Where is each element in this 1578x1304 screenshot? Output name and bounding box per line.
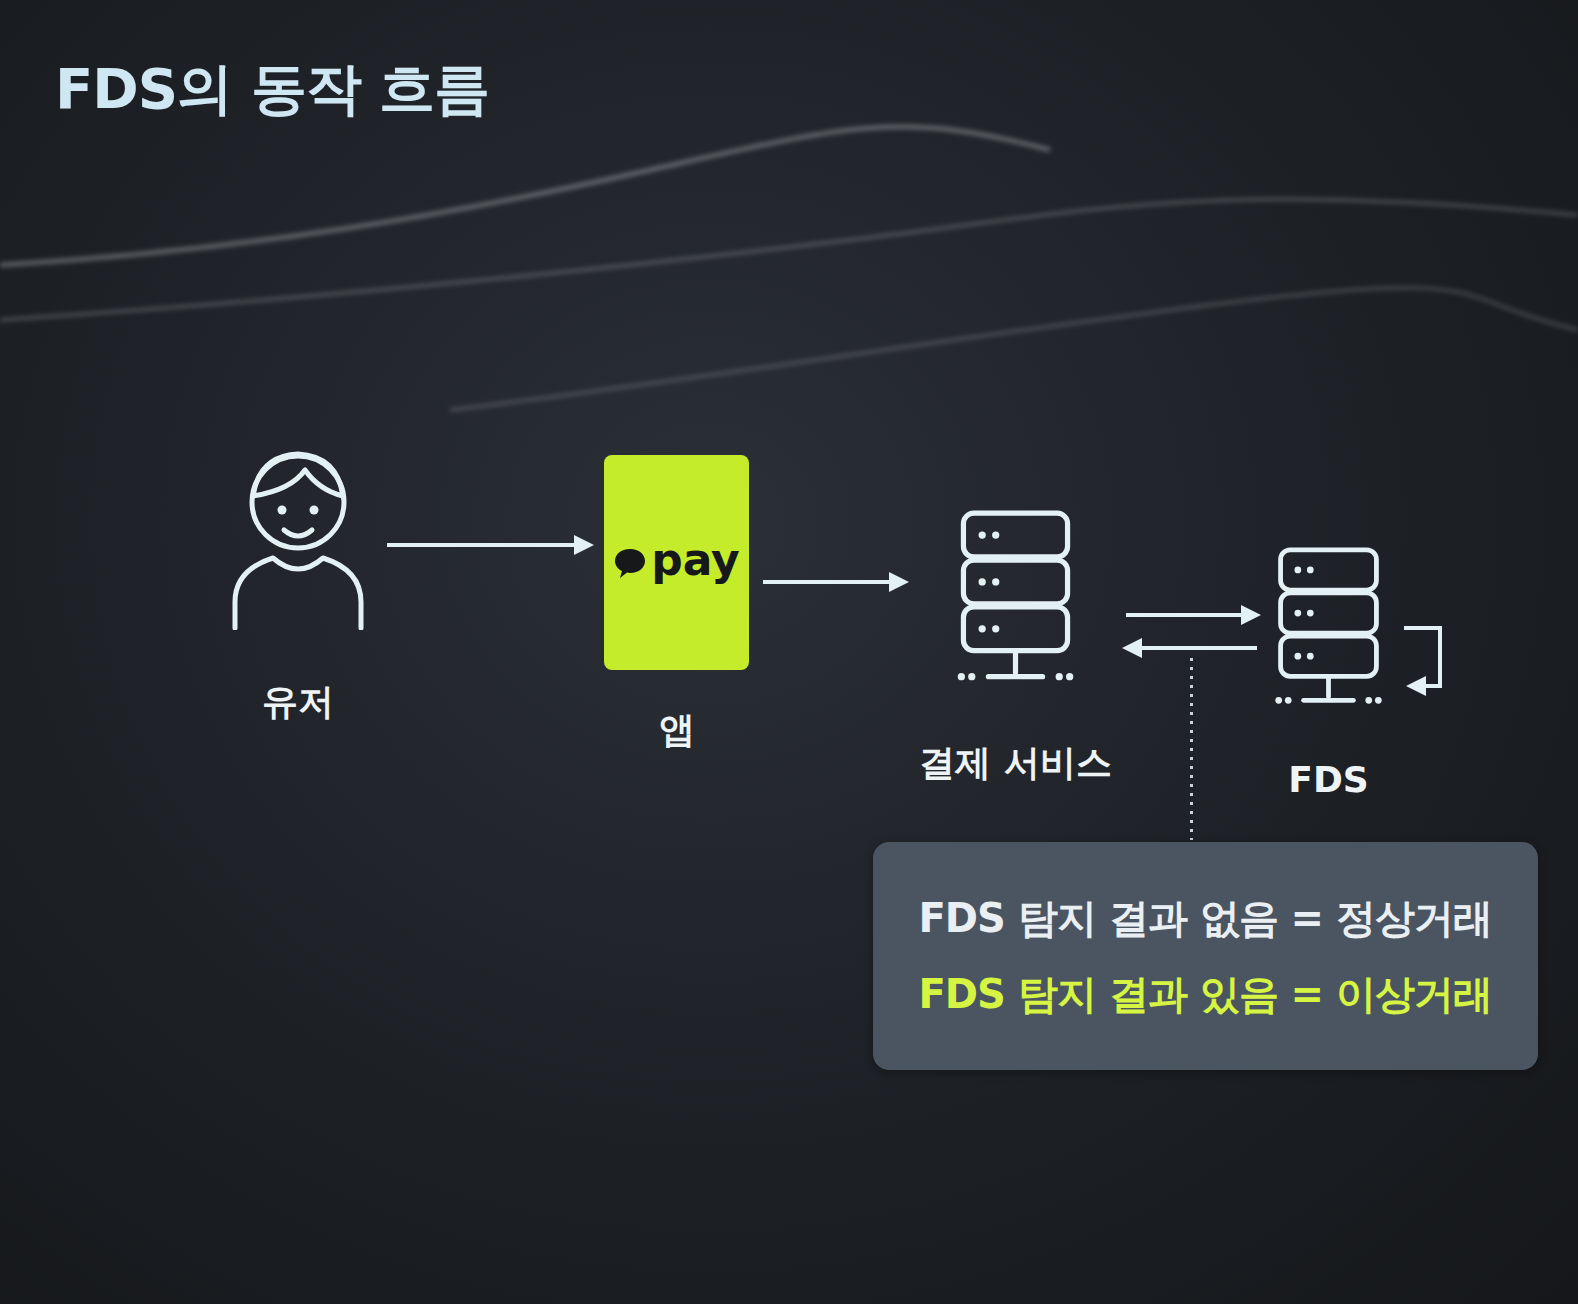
speech-bubble-icon [613, 546, 647, 580]
node-label: 결제 서비스 [917, 743, 1114, 783]
flow-arrow [1126, 646, 1257, 650]
flow-arrow [387, 543, 590, 547]
leader-line [1190, 658, 1193, 840]
light-reflection [0, 199, 1578, 320]
icon-frame [223, 430, 373, 630]
app-logo-text: pay [651, 538, 740, 588]
user-icon [223, 430, 373, 630]
server-icon [1271, 545, 1386, 708]
app-card: pay 앱 [602, 455, 751, 750]
icon-frame [1271, 545, 1386, 708]
self-loop-arrow [1404, 628, 1440, 686]
callout-text: FDS 탐지 결과 없음 = 정상거래 [919, 894, 1492, 942]
server-node: 결제 서비스 [917, 508, 1114, 783]
node-label: 유저 [221, 682, 375, 722]
node-label: FDS [1269, 760, 1388, 800]
light-reflection [450, 288, 1578, 410]
node-label: 앱 [602, 710, 751, 750]
flow-arrow [763, 580, 905, 584]
flow-arrow [1126, 613, 1257, 617]
app-icon: pay [604, 455, 749, 670]
light-reflection [0, 127, 1050, 265]
icon-frame [953, 508, 1078, 685]
server-node: FDS [1269, 545, 1388, 800]
server-icon [953, 508, 1078, 685]
callout-text: FDS 탐지 결과 있음 = 이상거래 [919, 970, 1492, 1018]
user-actor: 유저 [221, 430, 375, 722]
card-content: pay [613, 538, 740, 588]
slide-title: FDS의 동작 흐름 [55, 52, 489, 128]
callout-box: FDS 탐지 결과 없음 = 정상거래 FDS 탐지 결과 있음 = 이상거래 [873, 842, 1538, 1070]
